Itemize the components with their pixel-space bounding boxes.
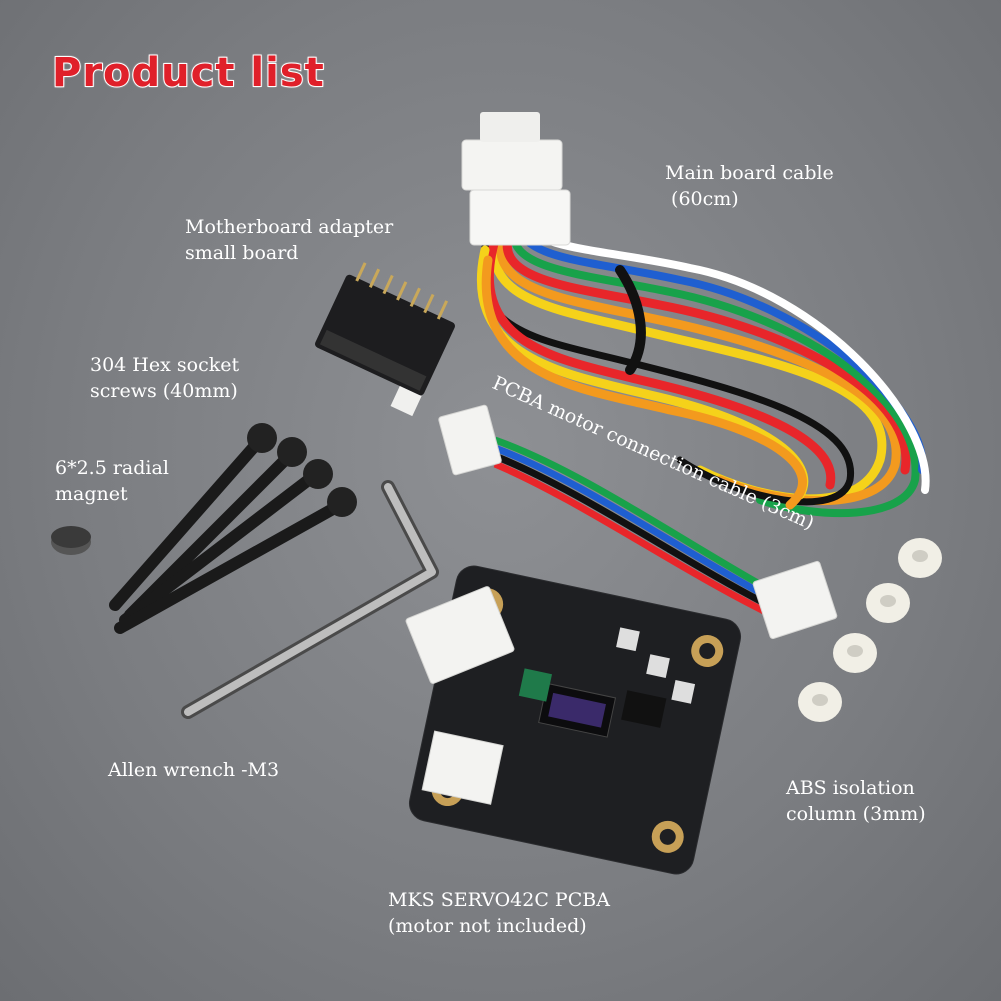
label-line: (60cm) xyxy=(665,188,739,210)
label-adapter-board: Motherboard adapter small board xyxy=(185,214,393,266)
page-title: Product list xyxy=(51,49,325,97)
label-line: Motherboard adapter xyxy=(185,216,394,238)
pcba-motor-cable xyxy=(438,404,838,640)
label-magnet: 6*2.5 radial magnet xyxy=(55,455,169,507)
adapter-board xyxy=(315,262,455,417)
label-line: 6*2.5 radial xyxy=(55,457,169,479)
label-line: ABS isolation xyxy=(786,777,915,799)
label-main-board-cable: Main board cable (60cm) xyxy=(665,160,834,212)
radial-magnet xyxy=(51,526,91,555)
label-line: small board xyxy=(185,242,299,264)
abs-isolation-columns xyxy=(798,538,942,722)
label-pcba: MKS SERVO42C PCBA (motor not included) xyxy=(388,887,610,939)
label-line: screws (40mm) xyxy=(90,380,238,402)
main-cable-connector xyxy=(461,112,571,246)
label-line: column (3mm) xyxy=(786,803,926,825)
label-line: 304 Hex socket xyxy=(90,354,240,376)
label-hex-screws: 304 Hex socket screws (40mm) xyxy=(90,352,239,404)
label-abs-columns: ABS isolation column (3mm) xyxy=(786,775,926,827)
label-line: (motor not included) xyxy=(388,915,587,937)
pcba-top-connector xyxy=(405,586,515,684)
label-allen-wrench: Allen wrench -M3 xyxy=(108,759,280,781)
label-line: magnet xyxy=(55,483,128,505)
allen-wrench xyxy=(181,480,439,719)
hex-socket-screws xyxy=(109,423,357,634)
label-line: Main board cable xyxy=(665,162,834,184)
label-line: MKS SERVO42C PCBA xyxy=(388,889,610,911)
